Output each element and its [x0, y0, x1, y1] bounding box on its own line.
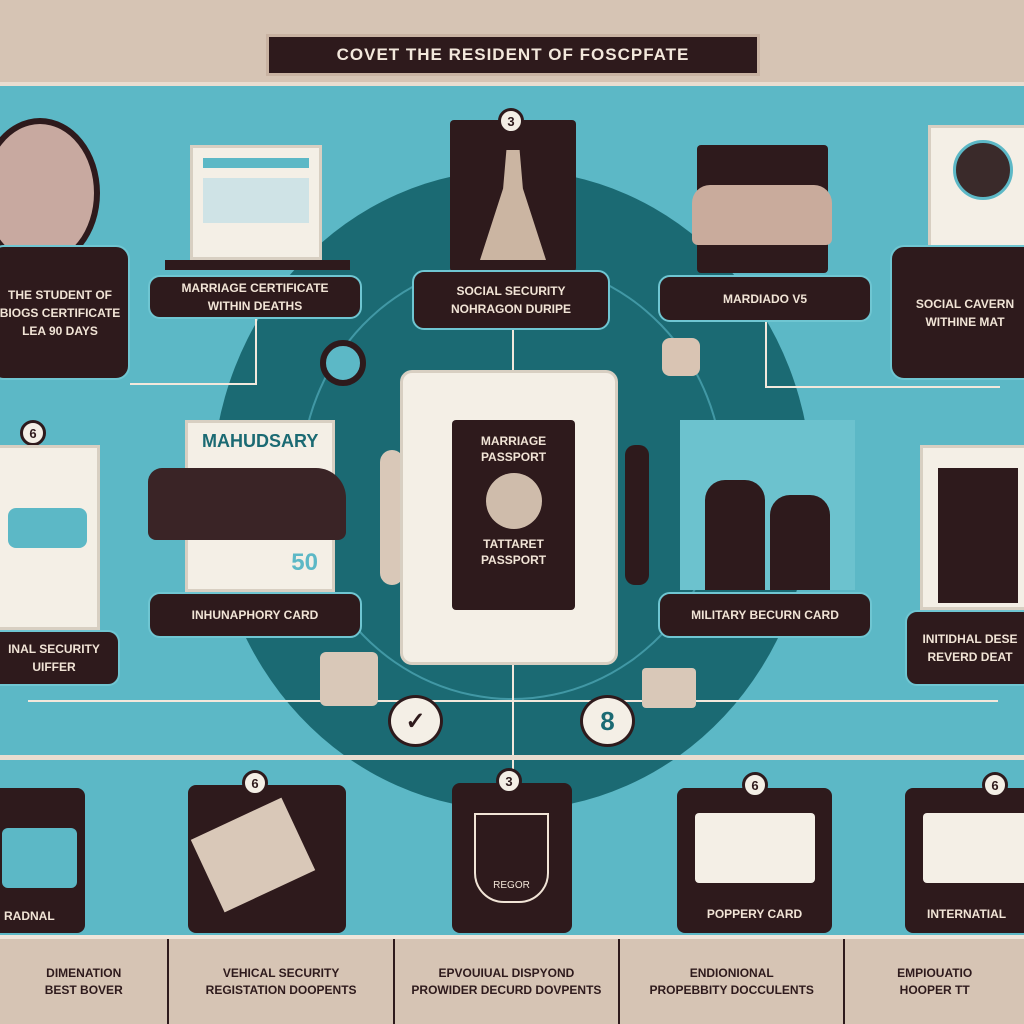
page-title: COVET THE RESIDENT OF FOSCPFATE — [266, 34, 760, 76]
label-line: LEA 90 DAYS — [22, 323, 98, 338]
footer-text: PROWIDER DECURD DOVPENTS — [411, 982, 602, 997]
label-line: MARRIAGE CERTIFICATE — [181, 281, 329, 295]
military-card-label: MILITARY BECURN CARD — [658, 592, 872, 638]
connector-line — [765, 322, 767, 387]
step-badge: 6 — [20, 420, 46, 446]
passport-title: MARRIAGE — [480, 434, 547, 448]
passport-subtitle: TATTARET — [483, 537, 544, 552]
card-title: MAHUDSARY — [202, 431, 319, 451]
card-label: REGOR — [474, 813, 549, 903]
step-badge: 6 — [242, 770, 268, 796]
car-frame — [692, 145, 832, 273]
connector-line — [512, 330, 514, 375]
card-label: INTERNATIAL — [927, 907, 1007, 921]
document-stand — [165, 260, 350, 270]
woman-portrait — [920, 445, 1024, 610]
social-security-label: SOCIAL SECURITY NOHRAGON DURIPE — [412, 270, 610, 330]
card-number: 50 — [291, 549, 318, 576]
card-label: RADNAL — [4, 909, 55, 923]
footer-text: HOOPER TT — [899, 982, 970, 997]
step-badge: 3 — [496, 768, 522, 794]
passport-subtitle: PASSPORT — [480, 552, 547, 567]
footer-text: ENDIONIONAL — [689, 965, 774, 980]
left-top-label: THE STUDENT OF BIOGS CERTIFICATE LEA 90 … — [0, 245, 130, 380]
truck-icon — [148, 468, 346, 540]
tray-icon — [320, 652, 378, 706]
label-line: SOCIAL CAVERN — [915, 296, 1015, 311]
footer-text: DIMENATION — [46, 965, 122, 980]
marriage-certificate-label: MARRIAGE CERTIFICATE WITHIN DEATHS — [148, 275, 362, 319]
inhunaphory-card-label: INHUNAPHORY CARD — [148, 592, 362, 638]
right-top-label: SOCIAL CAVERN WITHINE MAT — [890, 245, 1024, 380]
footer-text: BEST BOVER — [44, 982, 123, 997]
right-middle-label: INITIDHAL DESE REVERD DEAT — [905, 610, 1024, 686]
step-badge: 3 — [498, 108, 524, 134]
bottom-card: RADNAL — [0, 788, 85, 933]
ring-icon — [320, 340, 366, 386]
label-line: UIFFER — [32, 660, 76, 674]
bride-portrait — [450, 120, 576, 272]
footer-column: EPVOUIUAL DISPYOND PROWIDER DECURD DOVPEN… — [395, 939, 621, 1024]
emblem-icon — [662, 338, 700, 376]
connector-line — [765, 386, 1000, 388]
footer-column: EMPIOUATIO HOOPER TT — [845, 939, 1024, 1024]
label-line: INITIDHAL DESE — [922, 632, 1018, 646]
eagle-emblem-icon — [485, 473, 542, 530]
bottom-card: INTERNATIAL — [905, 788, 1024, 933]
footer-column: ENDIONIONAL PROPEBBITY DOCCULENTS — [620, 939, 846, 1024]
label-line: NOHRAGON DURIPE — [450, 302, 571, 316]
left-middle-label: INAL SECURITY UIFFER — [0, 630, 120, 686]
footer-text: EPVOUIUAL DISPYOND — [438, 965, 575, 980]
couple-illustration — [680, 420, 855, 590]
connector-line — [255, 318, 257, 383]
label-line: MARDIADO V5 — [722, 291, 807, 306]
connector-line — [512, 665, 514, 780]
lock-icon — [642, 668, 696, 708]
label-line: SOCIAL SECURITY — [456, 284, 566, 298]
label-line: BIOGS CERTIFICATE — [0, 305, 121, 320]
pen-icon — [625, 445, 649, 585]
bottom-card: REGOR — [452, 783, 572, 933]
step-badge: 6 — [982, 772, 1008, 798]
certificate-document — [190, 145, 322, 260]
bottom-card: POPPERY CARD — [677, 788, 832, 933]
label-line: INAL SECURITY — [8, 642, 100, 656]
footer-text: VEHICAL SECURITY — [222, 965, 340, 980]
passport: MARRIAGE PASSPORT TATTARET PASSPORT — [452, 420, 575, 610]
passport-title: PASSPORT — [480, 449, 547, 464]
footer-column: VEHICAL SECURITY REGISTATION DOOPENTS — [169, 939, 395, 1024]
divider — [0, 755, 1024, 760]
step-badge: 6 — [742, 772, 768, 798]
bottom-card — [188, 785, 346, 933]
eight-badge: 8 — [580, 695, 635, 747]
footer-column: DIMENATION BEST BOVER — [0, 939, 170, 1024]
label-line: THE STUDENT OF — [8, 287, 112, 302]
id-document — [0, 445, 100, 630]
label-line: REVERD DEAT — [927, 650, 1013, 664]
footer-text: PROPEBBITY DOCCULENTS — [649, 982, 814, 997]
label-line: WITHIN DEATHS — [207, 299, 303, 313]
mardiado-label: MARDIADO V5 — [658, 275, 872, 322]
footer-text: REGISTATION DOOPENTS — [205, 982, 357, 997]
footer-text: EMPIOUATIO — [897, 965, 973, 980]
card-label: POPPERY CARD — [706, 907, 803, 921]
connector-line — [130, 383, 257, 385]
label-line: WITHINE MAT — [925, 314, 1005, 329]
check-icon: ✓ — [388, 695, 443, 747]
footer: DIMENATION BEST BOVER VEHICAL SECURITY REG… — [0, 935, 1024, 1024]
